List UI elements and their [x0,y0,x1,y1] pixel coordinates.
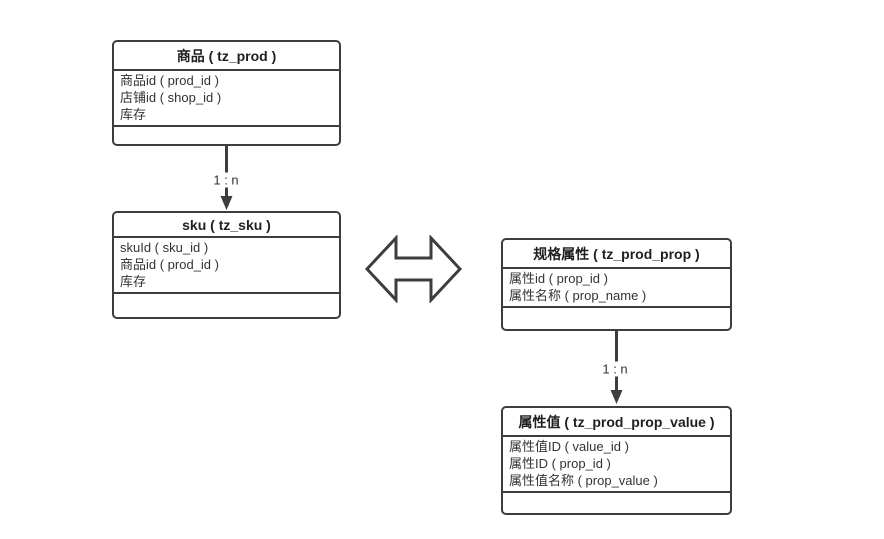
entity-field: 属性值ID ( value_id ) [509,439,629,454]
entity-field: 属性值名称 ( prop_value ) [509,473,658,488]
entity-prod-prop-value-table: 属性值 ( tz_prod_prop_value ) 属性值ID ( value… [501,406,732,515]
entity-field: 商品id ( prod_id ) [120,73,219,88]
entity-prod-prop-title: 规格属性 ( tz_prod_prop ) [503,240,730,269]
entity-prod-prop-value-empty-section [503,493,730,513]
entity-sku-table: sku ( tz_sku ) skuId ( sku_id ) 商品id ( p… [112,211,341,319]
entity-prod-fields: 商品id ( prod_id ) 店铺id ( shop_id ) 库存 [114,71,339,127]
entity-field: 属性ID ( prop_id ) [509,456,611,471]
entity-field: 属性id ( prop_id ) [509,271,608,286]
entity-field: 库存 [120,274,147,289]
entity-field: skuId ( sku_id ) [120,240,209,255]
entity-prod-table: 商品 ( tz_prod ) 商品id ( prod_id ) 店铺id ( s… [112,40,341,146]
entity-field: 店铺id ( shop_id ) [120,90,222,105]
entity-prod-prop-value-title: 属性值 ( tz_prod_prop_value ) [503,408,730,437]
double-horizontal-arrow-icon [365,235,462,303]
entity-prod-prop-table: 规格属性 ( tz_prod_prop ) 属性id ( prop_id ) 属… [501,238,732,331]
entity-prod-title: 商品 ( tz_prod ) [114,42,339,71]
entity-prod-prop-empty-section [503,308,730,329]
entity-field: 商品id ( prod_id ) [120,257,219,272]
entity-prod-prop-fields: 属性id ( prop_id ) 属性名称 ( prop_name ) [503,269,730,308]
entity-sku-title: sku ( tz_sku ) [114,213,339,238]
entity-field: 库存 [120,107,147,122]
entity-prod-prop-value-fields: 属性值ID ( value_id ) 属性ID ( prop_id ) 属性值名… [503,437,730,493]
cardinality-label: 1 : n [211,172,241,188]
connector-prop-to-propvalue-arrow-icon [610,331,623,404]
entity-sku-empty-section [114,294,339,317]
entity-prod-empty-section [114,127,339,144]
entity-sku-fields: skuId ( sku_id ) 商品id ( prod_id ) 库存 [114,238,339,294]
connector-prod-to-sku-arrow-icon [220,146,233,210]
cardinality-label: 1 : n [600,361,630,377]
entity-field: 属性名称 ( prop_name ) [509,288,647,303]
